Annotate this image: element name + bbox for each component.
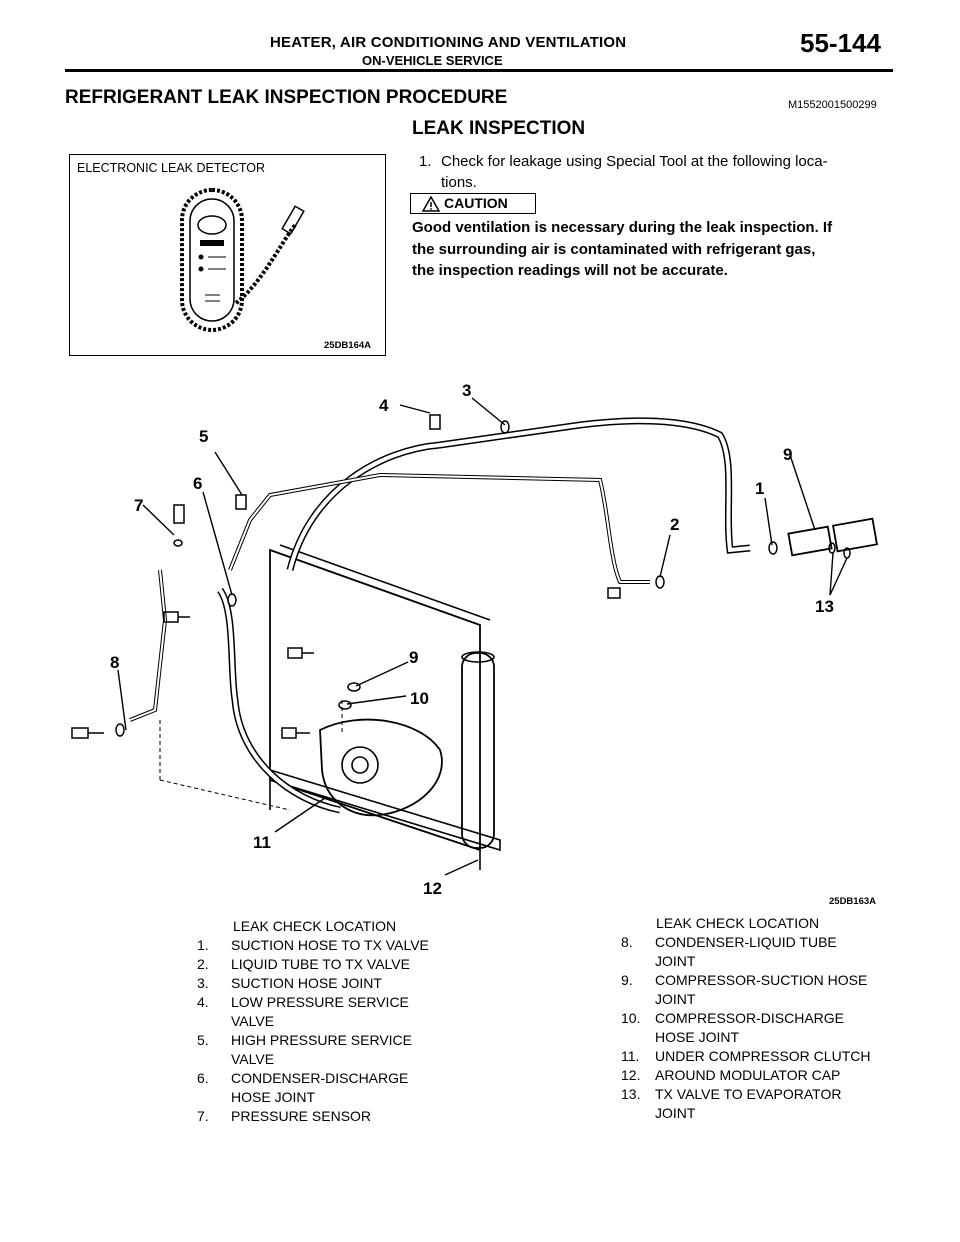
callout-label: 11 [253, 833, 271, 852]
callout-label: 5 [199, 427, 209, 446]
legend-num: 8. [621, 934, 633, 950]
legend-item: 6. CONDENSER-DISCHARGE HOSE JOINT [197, 1069, 497, 1107]
legend-text: JOINT [655, 1105, 696, 1121]
step-number: 1. [419, 153, 432, 170]
legend-item: 4. LOW PRESSURE SERVICE VALVE [197, 993, 497, 1031]
legend-text: JOINT [655, 953, 696, 969]
diagram-code: 25DB163A [829, 896, 876, 907]
legend-text: HOSE JOINT [231, 1089, 316, 1105]
legend-text: TX VALVE TO EVAPORATOR [655, 1086, 842, 1102]
step-line: Check for leakage using Special Tool at … [441, 153, 828, 170]
legend-item: 5. HIGH PRESSURE SERVICE VALVE [197, 1031, 497, 1069]
legend-text: PRESSURE SENSOR [231, 1108, 372, 1124]
legend-text: AROUND MODULATOR CAP [655, 1067, 841, 1083]
leak-detector-code: 25DB164A [324, 340, 371, 351]
legend-text: COMPRESSOR-DISCHARGE [655, 1010, 845, 1026]
legend-item: 10. COMPRESSOR-DISCHARGE HOSE JOINT [621, 1009, 911, 1047]
legend-text: UNDER COMPRESSOR CLUTCH [655, 1048, 871, 1064]
callout-label: 13 [815, 597, 834, 616]
callout-label: 1 [755, 479, 765, 498]
header-rule [65, 69, 893, 72]
legend-num: 1. [197, 937, 209, 953]
legend-text: LOW PRESSURE SERVICE [231, 994, 409, 1010]
legend-text: LIQUID TUBE TO TX VALVE [231, 956, 410, 972]
legend-left-heading: LEAK CHECK LOCATION [233, 918, 397, 934]
legend-num: 12. [621, 1067, 641, 1083]
legend-num: 4. [197, 994, 209, 1010]
legend-item: 8. CONDENSER-LIQUID TUBE JOINT [621, 933, 911, 971]
callout-label: 6 [193, 474, 203, 493]
legend-num: 7. [197, 1108, 209, 1124]
callout-label: 8 [110, 653, 120, 672]
leak-inspection-heading: LEAK INSPECTION [412, 118, 586, 139]
step-line: tions. [441, 174, 477, 191]
caution-box [410, 193, 536, 214]
legend-num: 13. [621, 1086, 641, 1102]
legend-text: CONDENSER-DISCHARGE [231, 1070, 409, 1086]
caution-text: Good ventilation is necessary during the… [412, 217, 894, 282]
callout-label: 12 [423, 879, 442, 898]
leak-detector-label: ELECTRONIC LEAK DETECTOR [77, 161, 266, 175]
legend-item: 13. TX VALVE TO EVAPORATOR JOINT [621, 1085, 911, 1123]
caution-line: the inspection readings will not be accu… [412, 262, 728, 279]
legend-text: JOINT [655, 991, 696, 1007]
legend-num: 3. [197, 975, 209, 991]
legend-item: 9. COMPRESSOR-SUCTION HOSE JOINT [621, 971, 911, 1009]
legend-right-heading: LEAK CHECK LOCATION [656, 915, 820, 931]
callout-label: 4 [379, 396, 389, 415]
legend-text: VALVE [231, 1051, 275, 1067]
manual-section-title: HEATER, AIR CONDITIONING AND VENTILATION [270, 34, 627, 51]
legend-num: 2. [197, 956, 209, 972]
legend-text: SUCTION HOSE TO TX VALVE [231, 937, 429, 953]
procedure-code: M1552001500299 [788, 99, 877, 111]
page-number: 55-144 [800, 28, 881, 58]
ac-system-diagram [71, 397, 878, 876]
legend-num: 9. [621, 972, 633, 988]
callout-label: 10 [410, 689, 429, 708]
callout-label: 3 [462, 381, 472, 400]
callout-label: 9 [409, 648, 419, 667]
caution-label: CAUTION [444, 195, 508, 211]
legend-text: CONDENSER-LIQUID TUBE [655, 934, 837, 950]
callout-label: 9 [783, 445, 793, 464]
legend-text: SUCTION HOSE JOINT [231, 975, 382, 991]
leak-detector-illustration [180, 188, 305, 332]
procedure-title: REFRIGERANT LEAK INSPECTION PROCEDURE [65, 87, 508, 108]
caution-line: the surrounding air is contaminated with… [412, 240, 816, 258]
caution-line: Good ventilation is necessary during the… [412, 219, 833, 236]
step-text: Check for leakage using Special Tool at … [441, 151, 891, 193]
manual-subsection-title: ON-VEHICLE SERVICE [362, 53, 503, 68]
legend-num: 10. [621, 1010, 641, 1026]
legend-text: HIGH PRESSURE SERVICE [231, 1032, 413, 1048]
legend-text: COMPRESSOR-SUCTION HOSE [655, 972, 868, 988]
legend-text: VALVE [231, 1013, 275, 1029]
warning-triangle-icon [422, 196, 440, 212]
legend-num: 6. [197, 1070, 209, 1086]
legend-right: 8. CONDENSER-LIQUID TUBE JOINT 9. COMPRE… [621, 933, 911, 1123]
legend-num: 11. [621, 1048, 640, 1064]
callout-label: 7 [134, 496, 144, 515]
callout-label: 2 [670, 515, 680, 534]
legend-text: HOSE JOINT [655, 1029, 740, 1045]
legend-left: 1. SUCTION HOSE TO TX VALVE 2. LIQUID TU… [197, 936, 497, 1126]
leak-detector-figure [69, 154, 386, 356]
legend-num: 5. [197, 1032, 209, 1048]
